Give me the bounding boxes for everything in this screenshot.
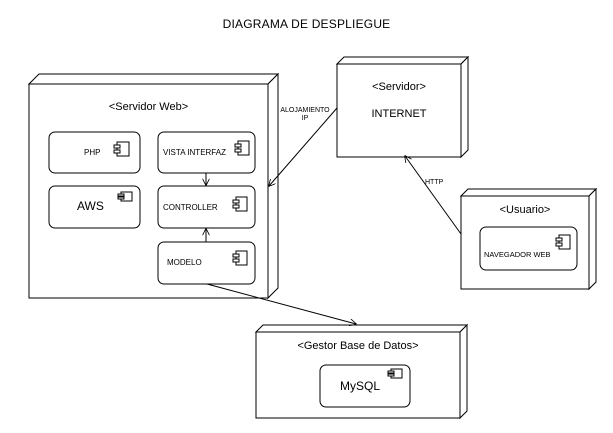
servidor-web-name: <Servidor Web>: [108, 101, 189, 113]
component-icon: [234, 140, 250, 156]
servidor-to-web-arrow: [269, 107, 338, 186]
modelo-to-gestor-arrow: [206, 283, 356, 324]
controller-component[interactable]: [157, 185, 256, 229]
mysql-label: MySQL: [340, 379, 381, 393]
component-icon: [387, 368, 403, 379]
component-icon: [232, 250, 248, 266]
aws-component[interactable]: [48, 185, 141, 229]
usuario-to-servidor-arrow: [405, 156, 462, 235]
navegador-web-component[interactable]: [479, 226, 578, 271]
ip-text: IP: [301, 115, 309, 122]
modelo-label: MODELO: [167, 258, 202, 267]
aws-label: AWS: [77, 199, 104, 213]
http-label: HTTP: [425, 179, 444, 186]
alojamiento-text: ALOJAMIENTO: [280, 107, 330, 114]
component-icon: [555, 234, 571, 250]
diagram-title: DIAGRAMA DE DESPLIEGUE: [222, 17, 391, 31]
navegador-web-label: NAVEGADOR WEB: [484, 250, 551, 259]
servidor-content: INTERNET: [371, 108, 427, 120]
servidor-node[interactable]: [335, 55, 470, 159]
mysql-component[interactable]: [319, 364, 411, 408]
component-icon: [232, 196, 248, 212]
php-component[interactable]: [48, 131, 141, 174]
usuario-name: <Usuario>: [499, 204, 551, 216]
servidor-name: <Servidor>: [372, 81, 426, 93]
gestor-bd-name: <Gestor Base de Datos>: [297, 340, 419, 352]
controller-label: CONTROLLER: [163, 203, 218, 212]
php-label: PHP: [84, 148, 101, 157]
vista-interfaz-label: VISTA INTERFAZ: [163, 148, 226, 157]
alojamiento-ip-label: ALOJAMIENTO IP: [272, 107, 338, 123]
modelo-component[interactable]: [157, 241, 256, 285]
component-icon: [117, 191, 133, 202]
component-icon: [113, 141, 130, 157]
